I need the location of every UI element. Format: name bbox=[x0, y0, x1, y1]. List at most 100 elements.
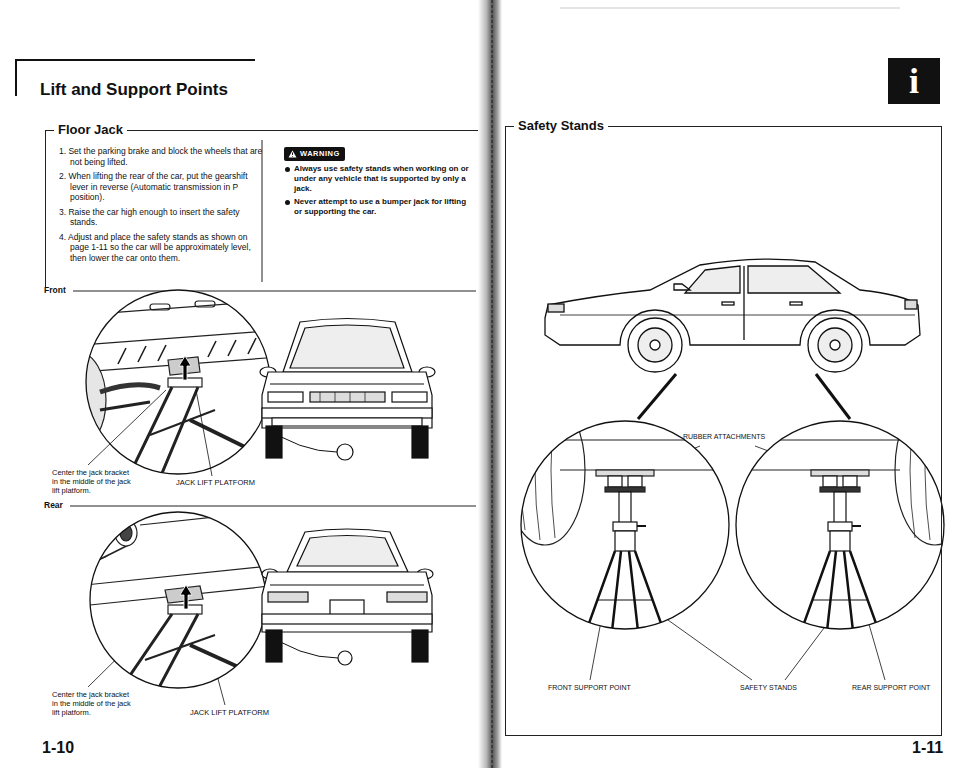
rear-jack-detail bbox=[90, 512, 266, 688]
view-heading: Rear bbox=[44, 500, 63, 510]
car-front-view bbox=[262, 408, 432, 418]
page-number-wrap: 1-11 bbox=[912, 738, 943, 758]
rear-jack-detail bbox=[60, 545, 100, 565]
car-front-view bbox=[320, 392, 365, 402]
page-binding-shadow bbox=[491, 0, 493, 768]
support-point-pointer bbox=[638, 374, 850, 419]
car-front-view bbox=[412, 426, 428, 458]
rear-jack-detail bbox=[60, 510, 280, 695]
car-side-view bbox=[628, 318, 682, 372]
car-front-view bbox=[270, 383, 424, 384]
car-side-view bbox=[808, 318, 862, 372]
instruction-note-wrap: Center the jack bracket in the middle of… bbox=[52, 468, 137, 495]
front-jack-detail bbox=[195, 301, 215, 307]
car-rear-view bbox=[338, 651, 352, 665]
rear-stand-detail bbox=[736, 421, 944, 629]
front-jack-detail bbox=[128, 387, 198, 478]
car-side-view bbox=[650, 340, 660, 350]
car-rear-view bbox=[387, 592, 427, 602]
front-jack-detail bbox=[60, 362, 78, 440]
instruction-note: Center the jack bracket in the middle of… bbox=[52, 690, 131, 717]
front-jack-detail bbox=[150, 304, 170, 310]
car-front-view bbox=[283, 319, 412, 373]
car-front-view bbox=[268, 392, 303, 402]
car-side-view bbox=[748, 266, 840, 293]
rule-line bbox=[70, 506, 476, 507]
rule-line bbox=[73, 291, 476, 292]
page-title: Lift and Support Points bbox=[40, 80, 228, 100]
front-stand-detail bbox=[505, 395, 735, 640]
car-rear-view bbox=[270, 584, 424, 585]
front-jack-detail bbox=[80, 330, 280, 345]
support-point-pointer bbox=[816, 374, 850, 419]
car-side-view bbox=[545, 259, 920, 345]
car-rear-view bbox=[268, 592, 308, 602]
rear-jack-detail bbox=[85, 565, 280, 585]
procedure-panel: Floor Jack1. Set the parking brake and b… bbox=[45, 130, 478, 288]
warning-symbol bbox=[288, 150, 297, 158]
warning-label: WARNING bbox=[300, 149, 340, 159]
car-front-view bbox=[392, 392, 427, 402]
part-label: FRONT SUPPORT POINT bbox=[548, 684, 631, 691]
rear-stand-detail bbox=[811, 470, 869, 476]
leader-line bbox=[196, 390, 212, 476]
car-side-view bbox=[743, 266, 744, 340]
car-rear-view bbox=[287, 529, 408, 572]
car-rear-view bbox=[262, 614, 432, 624]
page-binding-shadow bbox=[478, 0, 502, 768]
view-heading: Front bbox=[44, 285, 66, 295]
front-jack-detail bbox=[80, 300, 280, 315]
front-stand-detail bbox=[560, 410, 735, 470]
part-label-wrap: JACK LIFT PLATFORM bbox=[190, 708, 269, 717]
car-side-view bbox=[830, 340, 840, 350]
warning-symbol bbox=[292, 153, 293, 157]
part-label-wrap: RUBBER ATTACHMENTS bbox=[683, 432, 765, 441]
rear-jack-detail bbox=[90, 512, 266, 688]
front-jack-detail bbox=[100, 402, 150, 410]
section-heading: Floor Jack bbox=[54, 122, 127, 138]
car-side-view bbox=[545, 259, 920, 372]
rear-stand-detail bbox=[735, 410, 900, 470]
part-label-wrap: JACK LIFT PLATFORM bbox=[176, 478, 255, 487]
car-rear-view bbox=[412, 630, 428, 662]
car-front-view bbox=[266, 426, 282, 458]
section-panel: Safety Stands bbox=[505, 126, 942, 736]
front-jack-detail bbox=[86, 290, 270, 474]
car-side-view bbox=[790, 302, 802, 305]
bullet-dot bbox=[285, 200, 290, 205]
front-jack-detail bbox=[190, 420, 245, 447]
part-label: SAFETY STANDS bbox=[740, 684, 797, 691]
rear-jack-detail bbox=[60, 510, 338, 695]
rear-jack-detail bbox=[60, 510, 280, 695]
front-stand-detail bbox=[521, 421, 729, 629]
rear-stand-detail bbox=[798, 476, 882, 640]
support-point-pointer bbox=[638, 374, 676, 419]
front-jack-detail bbox=[86, 290, 270, 474]
page-number: 1-10 bbox=[42, 739, 74, 756]
view-heading-wrap: Front bbox=[44, 285, 66, 296]
info-icon: i bbox=[888, 58, 940, 104]
car-side-view bbox=[548, 304, 564, 312]
warning-symbol bbox=[289, 151, 297, 158]
rear-stand-detail bbox=[735, 395, 960, 640]
rear-stand-detail bbox=[735, 395, 960, 640]
page-number: 1-11 bbox=[912, 739, 943, 756]
info-symbol: i bbox=[909, 62, 919, 100]
leader-line bbox=[88, 390, 166, 465]
part-label-wrap: FRONT SUPPORT POINT bbox=[548, 683, 631, 692]
page-number-wrap: 1-10 bbox=[42, 738, 74, 758]
car-front-view bbox=[272, 418, 422, 426]
rule-line bbox=[70, 140, 476, 506]
car-rear-view bbox=[297, 536, 398, 567]
procedure-step: 2. When lifting the rear of the car, put… bbox=[59, 171, 266, 203]
warning-item-wrap: Always use safety stands when working on… bbox=[284, 164, 474, 194]
car-rear-view bbox=[262, 572, 432, 632]
part-label: JACK LIFT PLATFORM bbox=[190, 708, 269, 717]
car-side-view bbox=[722, 302, 734, 305]
car-rear-view bbox=[262, 529, 433, 665]
instruction-note-wrap: Center the jack bracket in the middle of… bbox=[52, 690, 137, 717]
